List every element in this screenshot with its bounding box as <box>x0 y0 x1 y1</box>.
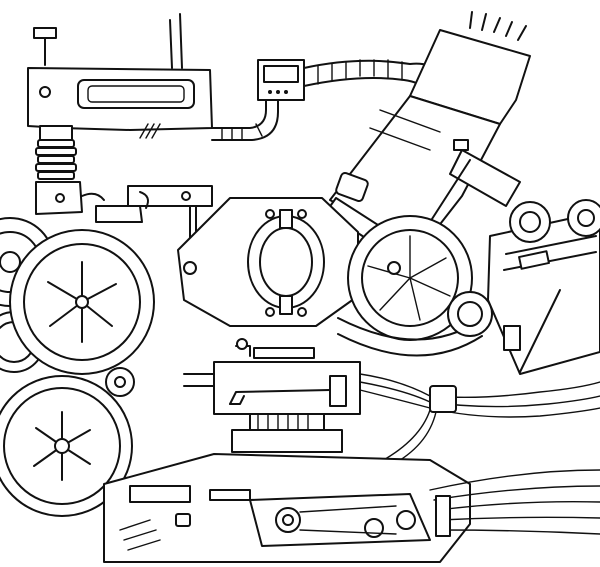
control-box <box>27 13 213 141</box>
ring-mount-plate <box>177 197 377 327</box>
bench-vise <box>183 338 361 453</box>
pulley-wheel <box>9 229 155 375</box>
conveyor-track <box>249 469 600 547</box>
gearbox-panel <box>487 199 600 375</box>
clamp <box>35 181 213 259</box>
gauge-display <box>257 59 305 101</box>
bellows-spring <box>35 139 77 180</box>
wire-bundle <box>359 373 600 467</box>
pulley-wheel <box>0 375 133 517</box>
drive-belt <box>337 291 493 357</box>
